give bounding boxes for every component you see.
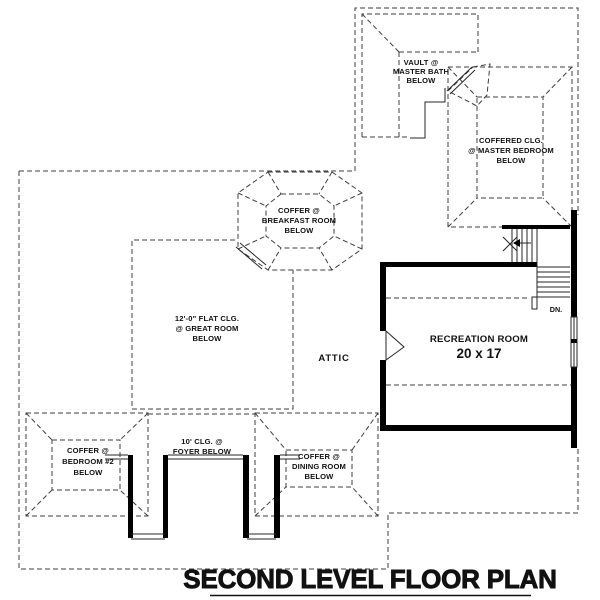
svg-text:BELOW: BELOW	[406, 76, 436, 85]
outer-roof-outline	[18, 7, 579, 570]
svg-text:BEDROOM #2: BEDROOM #2	[62, 457, 114, 466]
room-label-dining: COFFER @ DINING ROOM BELOW	[292, 452, 346, 481]
svg-text:BREAKFAST ROOM: BREAKFAST ROOM	[262, 216, 336, 225]
stairs-down-label: DN.	[550, 305, 562, 314]
window	[570, 316, 578, 368]
breakfast-octagon	[235, 171, 363, 271]
svg-text:20 x 17: 20 x 17	[456, 346, 501, 361]
svg-text:FOYER BELOW: FOYER BELOW	[173, 447, 232, 456]
door-swing-icon	[385, 329, 405, 361]
svg-text:BELOW: BELOW	[192, 334, 222, 343]
stairs	[502, 225, 570, 310]
room-label-recreation: RECREATION ROOM 20 x 17	[430, 334, 528, 361]
room-label-attic: ATTIC	[318, 353, 349, 364]
foyer-balcony-walls	[105, 454, 300, 540]
svg-text:VAULT @: VAULT @	[404, 58, 439, 67]
svg-text:COFFERED CLG.: COFFERED CLG.	[479, 136, 543, 145]
octagon-wall-edge	[235, 242, 267, 270]
svg-text:12'-0" FLAT CLG.: 12'-0" FLAT CLG.	[175, 314, 239, 323]
room-labels: VAULT @ MASTER BATH BELOW COFFERED CLG. …	[62, 58, 562, 481]
room-label-breakfast: COFFER @ BREAKFAST ROOM BELOW	[262, 206, 336, 235]
recreation-room-walls	[380, 210, 577, 448]
room-label-foyer: 10' CLG. @ FOYER BELOW	[173, 437, 232, 456]
room-label-bedroom2: COFFER @ BEDROOM #2 BELOW	[62, 446, 114, 477]
room-label-master-bath: VAULT @ MASTER BATH BELOW	[393, 58, 449, 85]
stair-break-symbol	[502, 236, 518, 252]
recreation-dashed-lines	[386, 297, 571, 386]
plan-title: SECOND LEVEL FLOOR PLAN	[183, 564, 557, 597]
room-label-great-room: 12'-0" FLAT CLG. @ GREAT ROOM BELOW	[175, 314, 239, 343]
master-bath-vault-outline	[361, 13, 491, 139]
svg-text:BELOW: BELOW	[73, 468, 103, 477]
svg-text:BELOW: BELOW	[284, 226, 314, 235]
svg-text:@ GREAT ROOM: @ GREAT ROOM	[175, 324, 238, 333]
dining-coffer	[254, 412, 379, 517]
bedroom2-coffer	[25, 412, 149, 517]
bath-wall-step	[410, 88, 446, 139]
svg-text:COFFER @: COFFER @	[278, 206, 320, 215]
svg-text:COFFER @: COFFER @	[298, 452, 340, 461]
svg-text:RECREATION ROOM: RECREATION ROOM	[430, 334, 528, 345]
svg-text:MASTER BATH: MASTER BATH	[393, 67, 449, 76]
svg-text:@ MASTER BEDROOM: @ MASTER BEDROOM	[468, 146, 554, 155]
svg-text:DINING ROOM: DINING ROOM	[292, 462, 346, 471]
svg-text:BELOW: BELOW	[496, 156, 526, 165]
svg-text:10' CLG. @: 10' CLG. @	[181, 437, 223, 446]
arrowhead-icon	[513, 239, 520, 247]
great-room-outline	[131, 239, 294, 410]
room-label-master-bedroom: COFFERED CLG. @ MASTER BEDROOM BELOW	[468, 136, 554, 165]
svg-text:BELOW: BELOW	[304, 472, 334, 481]
page-title: SECOND LEVEL FLOOR PLAN	[183, 564, 556, 594]
svg-text:COFFER @: COFFER @	[67, 446, 109, 455]
